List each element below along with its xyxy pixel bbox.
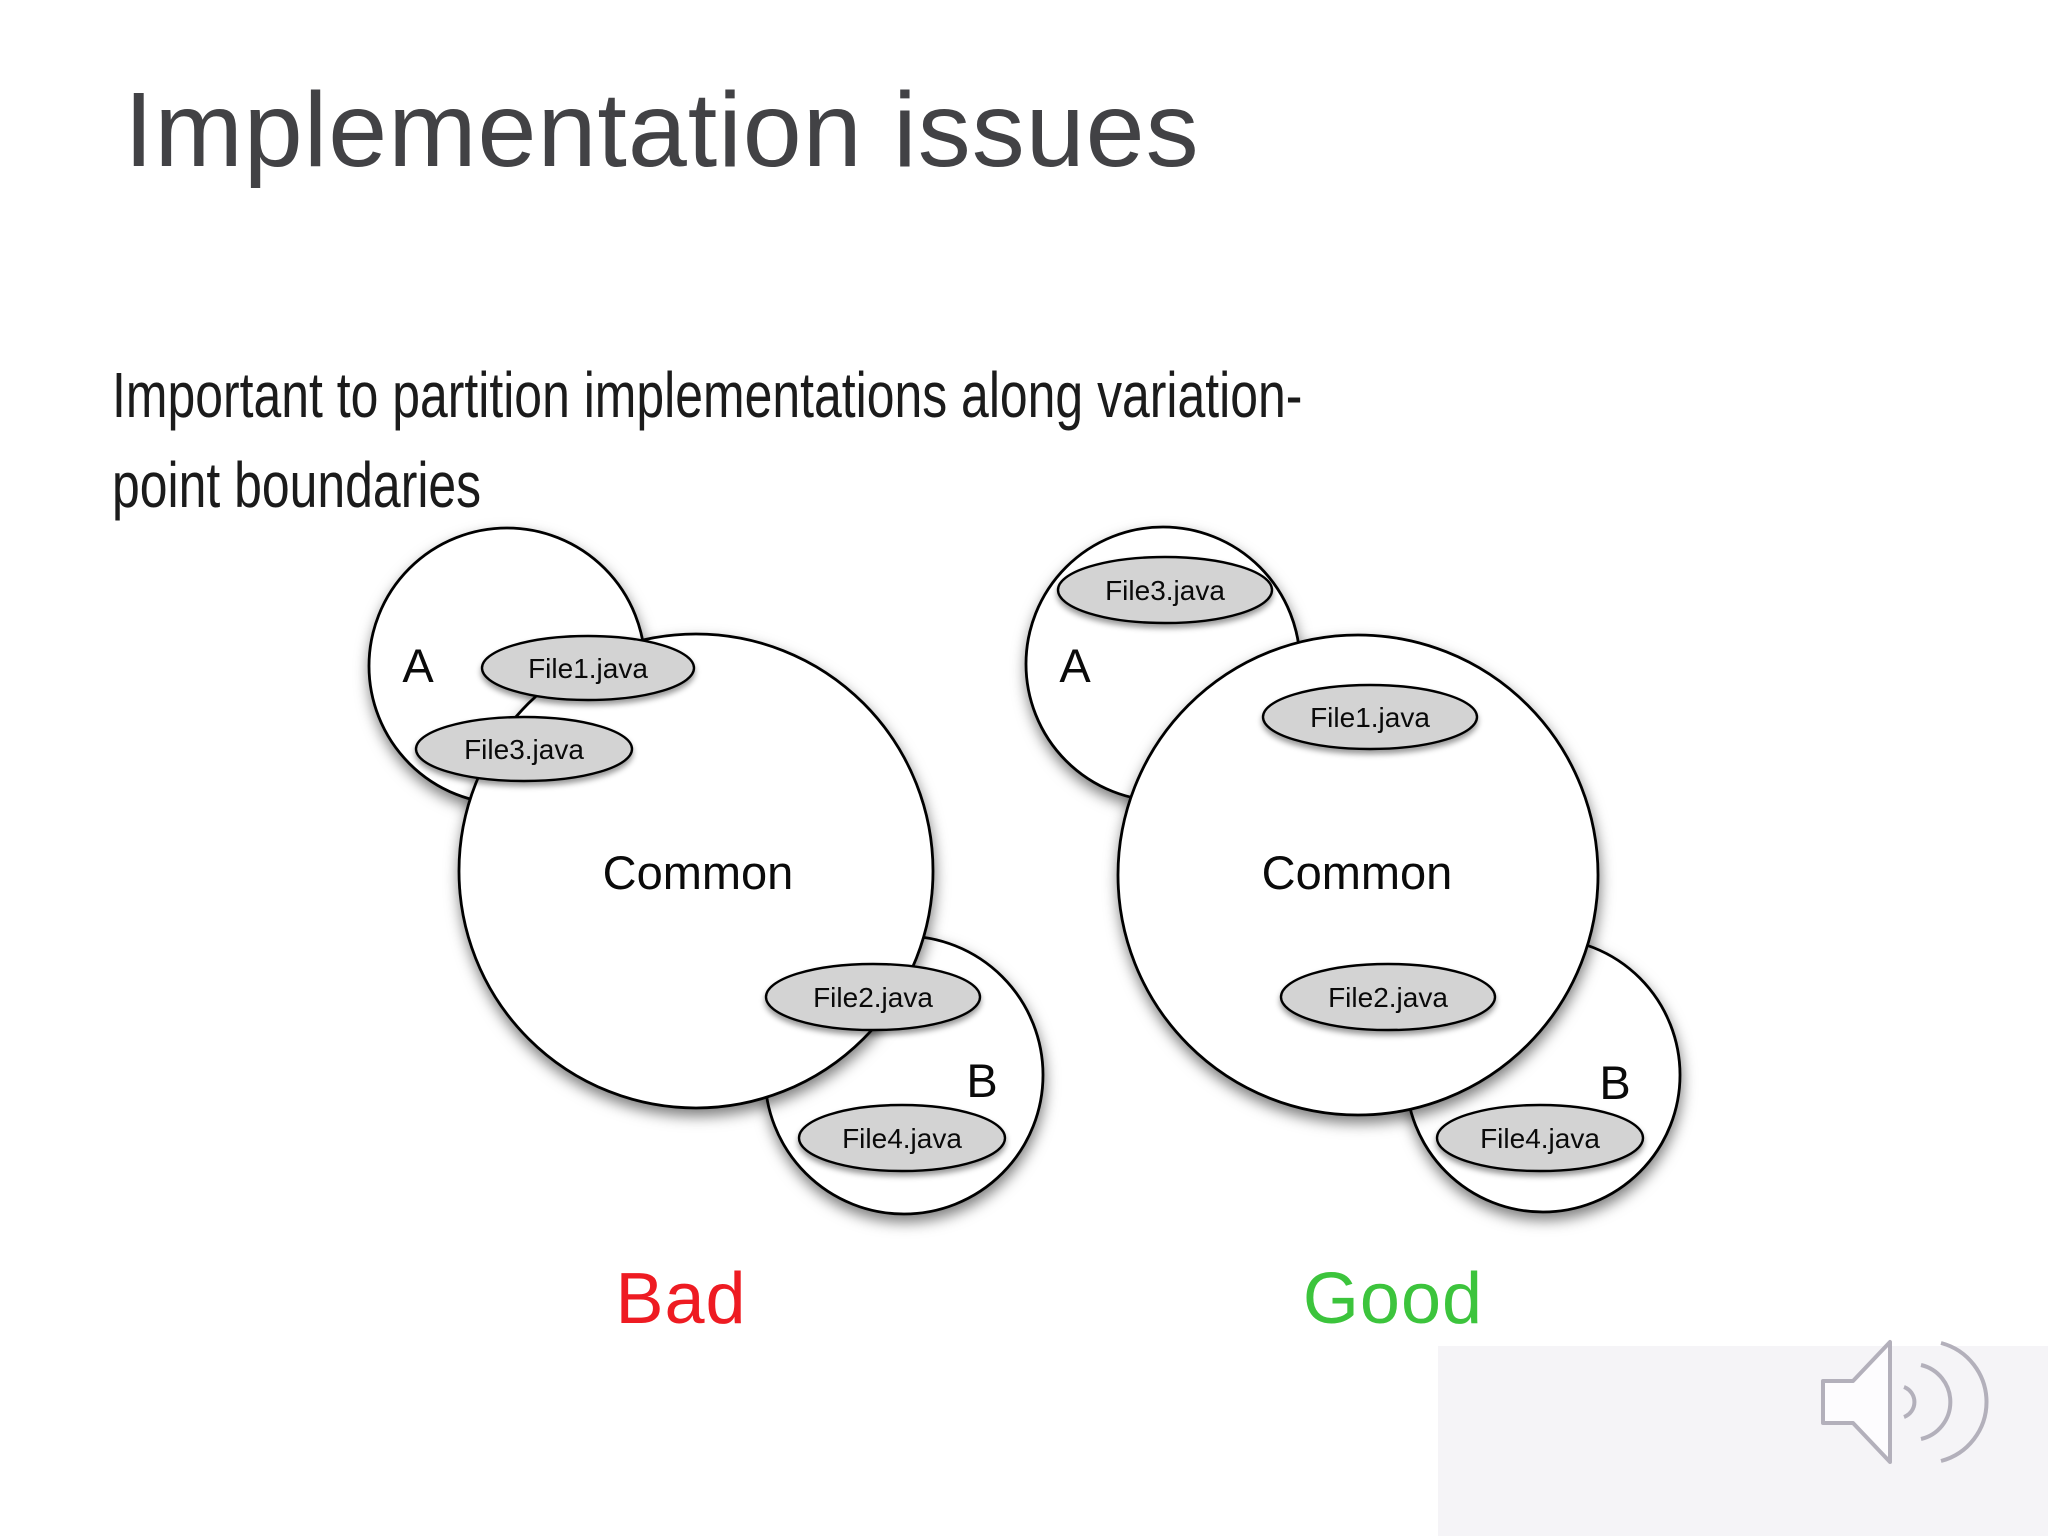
bad-diagram: A Common B File1.java File3.java File2.j… xyxy=(367,526,1045,1216)
bad-file3-label: File3.java xyxy=(464,734,584,765)
good-label-b: B xyxy=(1599,1056,1630,1109)
good-diagram: A Common B File3.java File1.java File2.j… xyxy=(1024,525,1682,1214)
slide-title: Implementation issues xyxy=(124,71,1200,189)
good-file1-label: File1.java xyxy=(1310,702,1430,733)
body-line-2: point boundaries xyxy=(112,449,482,521)
bad-label-common: Common xyxy=(603,846,794,899)
good-caption: Good xyxy=(1302,1259,1484,1339)
sound-wave-medium xyxy=(1920,1363,1953,1441)
audio-panel xyxy=(1438,1340,2048,1536)
bad-caption: Bad xyxy=(615,1259,747,1339)
speaker-body xyxy=(1821,1340,1892,1464)
slide-body: Important to partition implementations a… xyxy=(112,350,1302,530)
good-file3-ellipse xyxy=(1056,555,1274,625)
speaker-icon[interactable] xyxy=(1820,1336,1990,1476)
good-file4-ellipse xyxy=(1435,1103,1645,1173)
good-label-common: Common xyxy=(1262,846,1453,899)
good-label-a: A xyxy=(1059,639,1091,692)
good-file3-label: File3.java xyxy=(1105,575,1225,606)
good-file1-ellipse xyxy=(1261,683,1479,751)
bad-label-a: A xyxy=(402,639,434,692)
good-file2-ellipse xyxy=(1279,962,1497,1032)
bad-file2-ellipse xyxy=(764,962,982,1032)
good-file2-label: File2.java xyxy=(1328,982,1448,1013)
bad-label-b: B xyxy=(966,1054,997,1107)
bad-file4-label: File4.java xyxy=(842,1123,962,1154)
bad-file1-label: File1.java xyxy=(528,653,648,684)
body-line-1: Important to partition implementations a… xyxy=(112,359,1303,431)
bad-file4-ellipse xyxy=(797,1103,1007,1173)
sound-wave-large xyxy=(1940,1341,1989,1463)
sound-wave-small xyxy=(1903,1385,1917,1419)
bad-file2-label: File2.java xyxy=(813,982,933,1013)
bad-file3-ellipse xyxy=(414,715,634,783)
good-file4-label: File4.java xyxy=(1480,1123,1600,1154)
bad-file1-ellipse xyxy=(480,634,696,702)
